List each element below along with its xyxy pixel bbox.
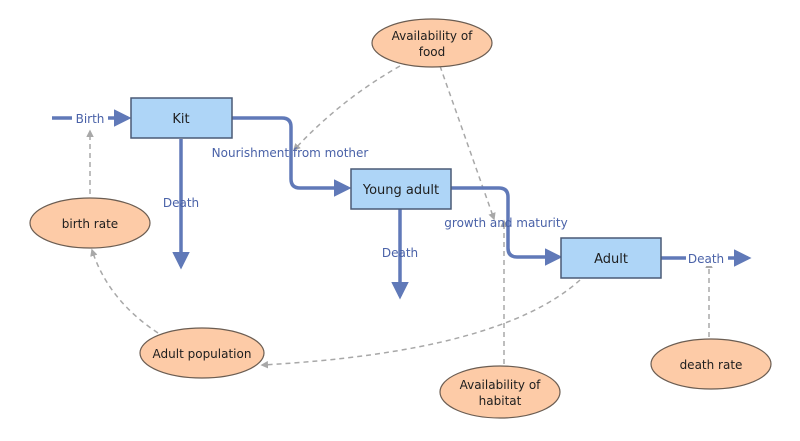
aux-food-line2: food [419, 45, 446, 59]
link-food-to-nourishment [292, 65, 401, 152]
adult-death-flow-label: Death [688, 252, 724, 266]
aux-birth-rate[interactable]: birth rate [29, 197, 151, 249]
flow-nourishment [232, 116, 352, 197]
aux-death-rate-label: death rate [680, 358, 743, 372]
stock-young-adult[interactable]: Young adult [350, 168, 452, 210]
aux-availability-of-food[interactable]: Availability of food [371, 18, 493, 68]
flow-growth [451, 186, 563, 266]
stock-adult-label: Adult [594, 252, 628, 267]
aux-availability-of-habitat[interactable]: Availability of habitat [439, 365, 561, 419]
link-adultpop-to-birthrate [90, 248, 159, 334]
aux-food-line1: Availability of [392, 29, 474, 43]
stock-adult[interactable]: Adult [560, 237, 662, 279]
aux-death-rate[interactable]: death rate [650, 338, 772, 390]
aux-habitat-line1: Availability of [460, 378, 542, 392]
stock-kit[interactable]: Kit [130, 97, 233, 139]
aux-adult-population-label: Adult population [153, 347, 252, 361]
aux-adult-population[interactable]: Adult population [139, 327, 265, 379]
flow-labels: Birth Death Nourishment from mother Deat… [72, 110, 728, 266]
link-food-to-growth [439, 65, 496, 221]
link-adult-to-adultpop [260, 279, 581, 369]
aux-habitat-line2: habitat [479, 394, 522, 408]
info-links [86, 65, 713, 369]
birth-flow-label: Birth [76, 112, 105, 126]
aux-birth-rate-label: birth rate [62, 217, 118, 231]
nourishment-flow-label: Nourishment from mother [212, 146, 369, 160]
growth-flow-label: growth and maturity [444, 216, 567, 230]
young-death-flow-label: Death [382, 246, 418, 260]
kit-death-flow-label: Death [163, 196, 199, 210]
stock-kit-label: Kit [172, 112, 189, 127]
stock-young-adult-label: Young adult [362, 183, 439, 198]
